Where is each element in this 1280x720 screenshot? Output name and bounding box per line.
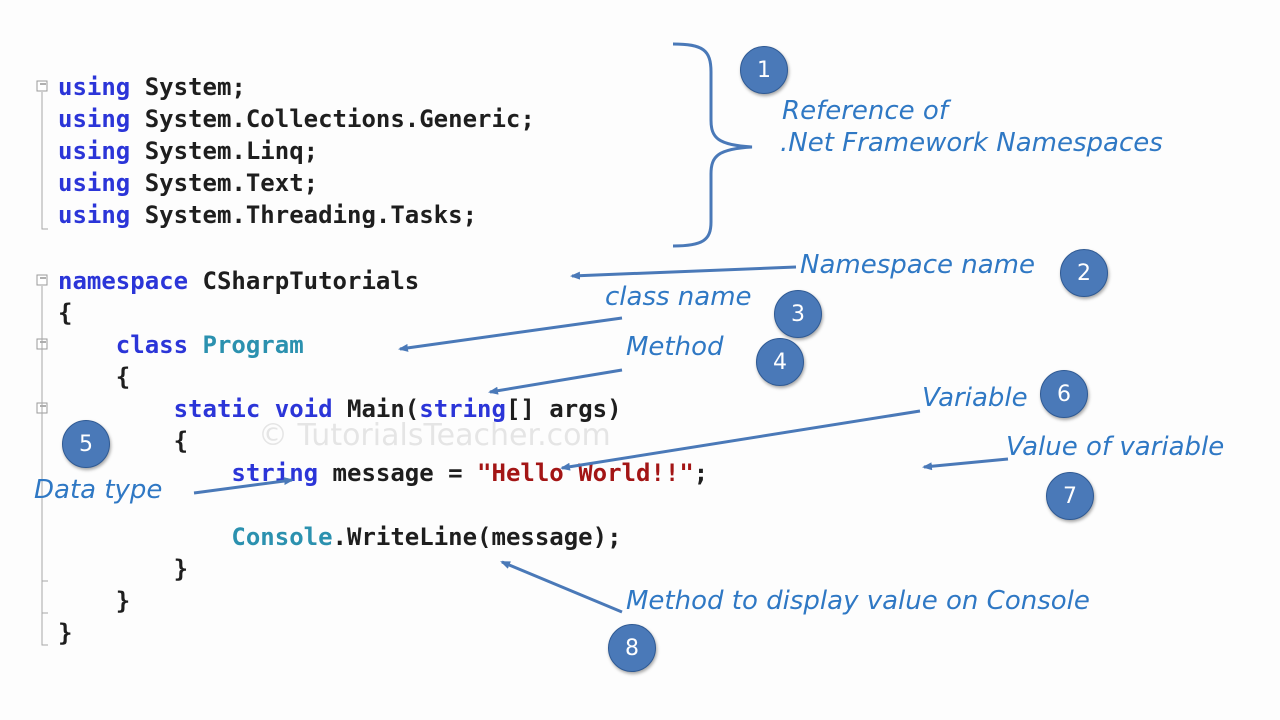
code-type-name: Program bbox=[202, 331, 304, 359]
arrow-method bbox=[488, 368, 623, 395]
arrow-value-of-variable bbox=[922, 457, 1009, 471]
code-line: { bbox=[58, 425, 188, 457]
code-line: } bbox=[58, 553, 188, 585]
annotation-namespace-name-label: Namespace name bbox=[800, 250, 1035, 280]
code-text: [] args) bbox=[505, 395, 622, 423]
arrow-class-name bbox=[398, 316, 623, 352]
code-text: System.Collections.Generic; bbox=[130, 105, 535, 133]
code-keyword: using bbox=[58, 201, 131, 229]
code-line: Console.WriteLine(message); bbox=[58, 521, 622, 553]
badge-8: 8 bbox=[608, 624, 656, 672]
code-keyword: string bbox=[419, 395, 506, 423]
code-line: } bbox=[58, 617, 72, 649]
code-text: Main( bbox=[332, 395, 420, 423]
badge-2: 2 bbox=[1060, 249, 1108, 297]
code-text: } bbox=[58, 555, 189, 583]
code-text: { bbox=[58, 363, 131, 391]
code-line: using System.Text; bbox=[58, 167, 318, 199]
collapse-marker-icon bbox=[36, 80, 48, 92]
badge-6: 6 bbox=[1040, 370, 1088, 418]
badge-1: 1 bbox=[740, 46, 788, 94]
code-line: { bbox=[58, 297, 72, 329]
outline-guide-line bbox=[41, 92, 48, 230]
code-line: namespace CSharpTutorials bbox=[58, 265, 419, 297]
badge-5: 5 bbox=[62, 420, 110, 468]
code-line: static void Main(string[] args) bbox=[58, 393, 622, 425]
annotation-method-label: Method bbox=[626, 332, 724, 362]
annotation-variable-label: Variable bbox=[922, 383, 1028, 413]
annotation-class-name-label: class name bbox=[605, 282, 752, 312]
annotation-data-type-label: Data type bbox=[34, 475, 163, 505]
code-type-name: Console bbox=[231, 523, 333, 551]
arrow-console-method bbox=[500, 560, 623, 614]
code-text: } bbox=[58, 619, 73, 647]
code-keyword: using bbox=[58, 105, 131, 133]
code-text: { bbox=[58, 427, 189, 455]
code-line: class Program bbox=[58, 329, 304, 361]
arrow-data-type bbox=[193, 477, 294, 495]
code-text: .WriteLine(message); bbox=[332, 523, 622, 551]
code-text: ; bbox=[693, 459, 709, 487]
code-keyword: static bbox=[173, 395, 261, 423]
code-line: using System; bbox=[58, 71, 246, 103]
code-text: message = bbox=[318, 459, 478, 487]
code-text: { bbox=[58, 299, 73, 327]
code-line: { bbox=[58, 361, 130, 393]
code-text: System.Linq; bbox=[130, 137, 319, 165]
code-line: using System.Linq; bbox=[58, 135, 318, 167]
code-line: } bbox=[58, 585, 130, 617]
collapse-marker-icon bbox=[36, 274, 48, 286]
code-line: using System.Threading.Tasks; bbox=[58, 199, 477, 231]
code-keyword: using bbox=[58, 137, 131, 165]
code-text: System.Text; bbox=[130, 169, 319, 197]
arrow-namespace-name bbox=[570, 265, 797, 280]
code-text: } bbox=[58, 587, 131, 615]
namespace-brace bbox=[672, 42, 753, 248]
arrow-variable bbox=[560, 409, 921, 471]
code-text: System.Threading.Tasks; bbox=[130, 201, 478, 229]
code-text: CSharpTutorials bbox=[188, 267, 420, 295]
annotation-console-method-label: Method to display value on Console bbox=[626, 586, 1090, 616]
code-keyword: class bbox=[115, 331, 189, 359]
badge-3: 3 bbox=[774, 290, 822, 338]
code-keyword: using bbox=[58, 73, 131, 101]
annotation-value-of-variable-label: Value of variable bbox=[1006, 432, 1225, 462]
watermark: © TutorialsTeacher.com bbox=[258, 418, 611, 453]
badge-7: 7 bbox=[1046, 472, 1094, 520]
code-line: using System.Collections.Generic; bbox=[58, 103, 535, 135]
code-keyword: void bbox=[274, 395, 333, 423]
annotation-net-namespaces-label: .Net Framework Namespaces bbox=[780, 128, 1163, 158]
code-text: System; bbox=[130, 73, 246, 101]
code-keyword: namespace bbox=[58, 267, 189, 295]
code-keyword: using bbox=[58, 169, 131, 197]
badge-4: 4 bbox=[756, 338, 804, 386]
annotation-reference-label: Reference of bbox=[782, 96, 948, 126]
outline-guide-line bbox=[41, 414, 48, 582]
